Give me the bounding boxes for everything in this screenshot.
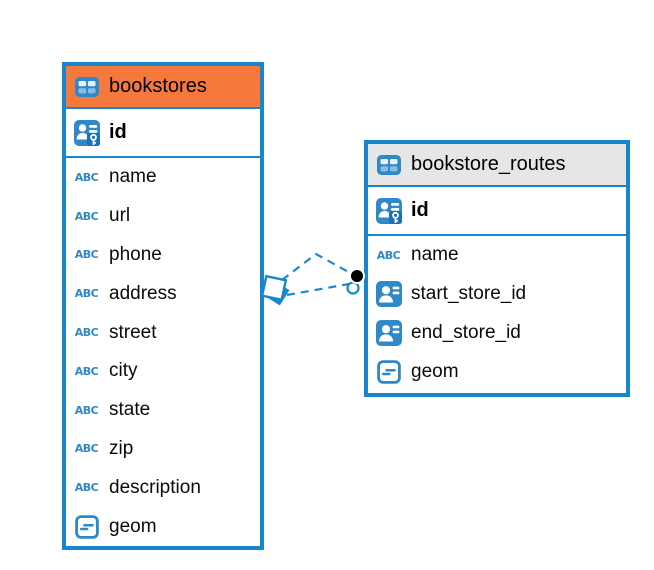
column-name: address xyxy=(109,282,177,304)
column-row-description[interactable]: ABC description xyxy=(66,468,260,507)
column-name: phone xyxy=(109,243,162,265)
text-icon: ABC xyxy=(74,403,99,417)
column-name: name xyxy=(109,166,157,188)
geometry-icon xyxy=(73,514,100,539)
column-name: zip xyxy=(109,437,134,459)
column-row-name[interactable]: ABC name xyxy=(368,236,626,275)
text-icon: ABC xyxy=(74,442,99,456)
table-header[interactable]: bookstore_routes xyxy=(368,144,626,187)
table-icon xyxy=(375,152,402,178)
relationship-line-2[interactable] xyxy=(286,282,350,297)
text-icon: ABC xyxy=(74,287,99,301)
column-name: name xyxy=(411,244,459,266)
diamond-marker-icon[interactable] xyxy=(260,274,288,302)
column-row-city[interactable]: ABC city xyxy=(66,352,260,391)
relationship-line-1[interactable] xyxy=(281,252,353,281)
foreign-key-icon xyxy=(375,319,402,346)
column-row-geom[interactable]: geom xyxy=(368,352,626,391)
text-icon: ABC xyxy=(376,248,401,262)
column-row-state[interactable]: ABC state xyxy=(66,391,260,430)
column-name: url xyxy=(109,205,131,227)
column-row-address[interactable]: ABC address xyxy=(66,274,260,313)
column-row-street[interactable]: ABC street xyxy=(66,313,260,352)
text-icon: ABC xyxy=(74,481,99,495)
primary-key-icon xyxy=(73,119,100,146)
column-name: geom xyxy=(109,515,157,537)
column-row-name[interactable]: ABC name xyxy=(66,158,260,197)
column-name: id xyxy=(109,121,127,143)
text-icon: ABC xyxy=(74,326,99,340)
column-row-zip[interactable]: ABC zip xyxy=(66,430,260,469)
geometry-icon xyxy=(375,359,402,384)
column-row-url[interactable]: ABC url xyxy=(66,197,260,236)
column-name: description xyxy=(109,476,201,498)
table-title: bookstores xyxy=(109,75,207,97)
circle-marker-back xyxy=(346,281,360,295)
column-row-phone[interactable]: ABC phone xyxy=(66,236,260,275)
text-icon: ABC xyxy=(74,209,99,223)
text-icon: ABC xyxy=(74,364,99,378)
diamond-marker-back xyxy=(264,280,290,306)
dot-marker-icon[interactable] xyxy=(349,268,365,284)
foreign-key-icon xyxy=(375,281,402,308)
table-header[interactable]: bookstores xyxy=(66,66,260,109)
column-name: street xyxy=(109,321,157,343)
column-name: start_store_id xyxy=(411,283,527,305)
column-name: city xyxy=(109,360,138,382)
column-row-end_store_id[interactable]: end_store_id xyxy=(368,314,626,353)
text-icon: ABC xyxy=(74,248,99,262)
column-name: state xyxy=(109,399,151,421)
column-row-geom[interactable]: geom xyxy=(66,507,260,546)
table-title: bookstore_routes xyxy=(411,153,566,175)
column-name: geom xyxy=(411,360,459,382)
text-icon: ABC xyxy=(74,170,99,184)
column-row-id[interactable]: id xyxy=(368,187,626,236)
column-name: end_store_id xyxy=(411,321,521,343)
primary-key-icon xyxy=(375,197,402,224)
column-row-start_store_id[interactable]: start_store_id xyxy=(368,275,626,314)
column-row-id[interactable]: id xyxy=(66,109,260,158)
table-icon xyxy=(73,74,100,100)
column-name: id xyxy=(411,199,429,221)
